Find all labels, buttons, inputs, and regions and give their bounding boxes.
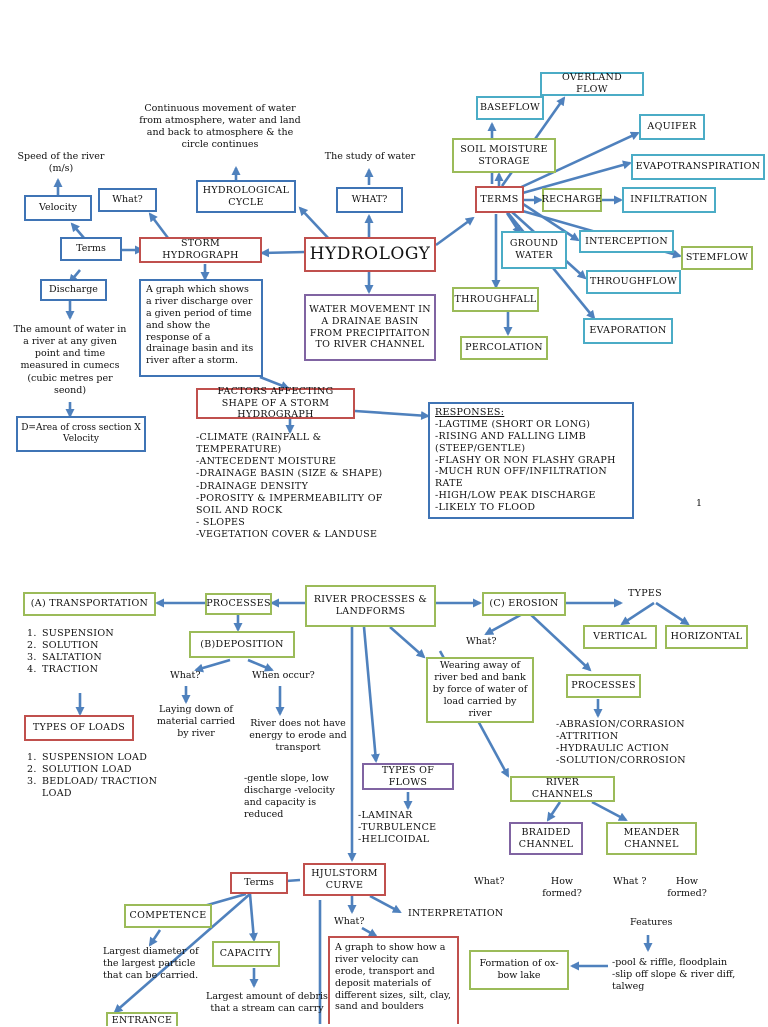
wearing-away-box: Wearing away of river bed and bank by fo… xyxy=(426,657,534,723)
hjulstorm-definition-box: A graph to show how a river velocity can… xyxy=(328,936,459,1024)
hydrological-cycle-box: HYDROLOGICAL CYCLE xyxy=(196,180,296,213)
load-item: BEDLOAD/ TRACTION LOAD xyxy=(40,776,174,800)
deposition-box: (B)DEPOSITION xyxy=(189,631,295,658)
recharge-box: RECHARGE xyxy=(542,188,602,212)
study-of-water-text: The study of water xyxy=(324,151,416,162)
responses-box: RESPONSES: -LAGTIME (SHORT OR LONG) -RIS… xyxy=(428,402,634,519)
evaporation-box: EVAPORATION xyxy=(583,318,673,344)
meander-channel-box: MEANDER CHANNEL xyxy=(606,822,697,855)
page-number: 1 xyxy=(696,498,703,509)
how-meander: How formed? xyxy=(667,876,707,900)
types-of-flows-box: TYPES OF FLOWS xyxy=(362,763,454,790)
braided-channel-box: BRAIDED CHANNEL xyxy=(509,822,583,855)
vertical-box: VERTICAL xyxy=(583,625,657,649)
factors-list: -CLIMATE (RAINFALL & TEMPERATURE) -ANTEC… xyxy=(196,432,383,541)
processes-box-right: PROCESSES xyxy=(566,674,641,698)
throughfall-box: THROUGHFALL xyxy=(452,287,539,312)
continuous-movement-text: Continuous movement of water from atmosp… xyxy=(139,103,301,151)
overland-flow-box: OVERLAND FLOW xyxy=(540,72,644,96)
percolation-box: PERCOLATION xyxy=(460,336,548,360)
stemflow-box: STEMFLOW xyxy=(681,246,753,270)
throughflow-box: THROUGHFLOW xyxy=(586,270,681,294)
what-braided: What? xyxy=(474,876,505,887)
transport-list: SUSPENSION SOLUTION SALTATION TRACTION xyxy=(14,628,174,677)
infiltration-box: INFILTRATION xyxy=(622,187,716,213)
interpretation-label: INTERPRETATION xyxy=(408,908,504,919)
what-box-left: What? xyxy=(98,188,157,212)
features-label: Features xyxy=(630,917,673,928)
storm-hydrograph-box: STORM HYDROGRAPH xyxy=(139,237,262,263)
flows-list: -LAMINAR -TURBULENCE -HELICOIDAL xyxy=(358,810,437,846)
transport-item: TRACTION xyxy=(40,664,174,676)
when-occur: When occur? xyxy=(252,670,315,681)
what-box-center: WHAT? xyxy=(336,187,403,213)
load-item: SOLUTION LOAD xyxy=(40,764,174,776)
river-processes-box: RIVER PROCESSES & LANDFORMS xyxy=(305,585,436,627)
gentle-slope-text: -gentle slope, low discharge -velocity a… xyxy=(244,773,335,821)
formula-box: D=Area of cross section X Velocity xyxy=(16,416,146,452)
what-erosion: What? xyxy=(466,636,497,647)
transport-item: SUSPENSION xyxy=(40,628,174,640)
horizontal-box: HORIZONTAL xyxy=(665,625,748,649)
responses-title: RESPONSES: xyxy=(435,407,505,418)
hjulstorm-curve-box: HJULSTORM CURVE xyxy=(303,863,386,896)
what-hjulstorm: What? xyxy=(334,916,365,927)
baseflow-box: BASEFLOW xyxy=(476,96,544,120)
types-of-loads-box: TYPES OF LOADS xyxy=(24,715,134,741)
responses-list: -LAGTIME (SHORT OR LONG) -RISING AND FAL… xyxy=(435,418,616,513)
how-braided: How formed? xyxy=(542,876,582,900)
hydrology-title: HYDROLOGY xyxy=(304,237,436,272)
capacity-definition: Largest amount of debris that a stream c… xyxy=(206,991,328,1015)
transport-item: SALTATION xyxy=(40,652,174,664)
velocity-box: Velocity xyxy=(24,195,92,221)
competence-box: COMPETENCE xyxy=(124,904,212,928)
types-label: TYPES xyxy=(628,588,662,599)
terms-box: Terms xyxy=(230,872,288,894)
features-list: -pool & riffle, floodplain -slip off slo… xyxy=(612,957,736,993)
river-channels-box: RIVER CHANNELS xyxy=(510,776,615,802)
no-energy-text: River does not have energy to erode and … xyxy=(249,718,347,754)
interception-box: INTERCEPTION xyxy=(579,230,674,253)
erosion-processes-list: -ABRASION/CORRASION -ATTRITION -HYDRAULI… xyxy=(556,719,686,767)
terms-box-left: Terms xyxy=(60,237,122,261)
processes-box-left: PROCESSES xyxy=(205,593,272,615)
capacity-box: CAPACITY xyxy=(212,941,280,967)
transport-item: SOLUTION xyxy=(40,640,174,652)
speed-of-river-text: Speed of the river (m/s) xyxy=(17,151,105,175)
entrance-box: ENTRANCE xyxy=(106,1012,178,1026)
evapotranspiration-box: EVAPOTRANSPIRATION xyxy=(631,154,765,180)
competence-definition: Largest diameter of the largest particle… xyxy=(103,946,199,982)
factors-box: FACTORS AFFECTING SHAPE OF A STORM HYDRO… xyxy=(196,386,355,420)
what-meander: What ? xyxy=(613,876,647,887)
erosion-box: (C) EROSION xyxy=(482,592,566,616)
ground-water-box: GROUND WATER xyxy=(501,231,567,269)
discharge-box: Discharge xyxy=(40,279,107,301)
laying-down-text: Laying down of material carried by river xyxy=(156,704,236,740)
discharge-definition: The amount of water in a river at any gi… xyxy=(13,324,127,396)
aquifer-box: AQUIFER xyxy=(639,114,705,140)
terms-box-right: TERMS xyxy=(475,186,524,213)
what-deposition: What? xyxy=(170,670,201,681)
transportation-label: (A) TRANSPORTATION xyxy=(30,598,149,610)
load-item: SUSPENSION LOAD xyxy=(40,752,174,764)
loads-list: SUSPENSION LOAD SOLUTION LOAD BEDLOAD/ T… xyxy=(14,752,174,801)
transportation-box: (A) TRANSPORTATION xyxy=(23,592,156,616)
graph-definition-box: A graph which shows a river discharge ov… xyxy=(139,279,263,377)
soil-moisture-storage-box: SOIL MOISTURE STORAGE xyxy=(452,138,556,173)
oxbow-lake-box: Formation of ox-bow lake xyxy=(469,950,569,990)
water-movement-box: WATER MOVEMENT IN A DRAINAE BASIN FROM P… xyxy=(304,294,436,361)
